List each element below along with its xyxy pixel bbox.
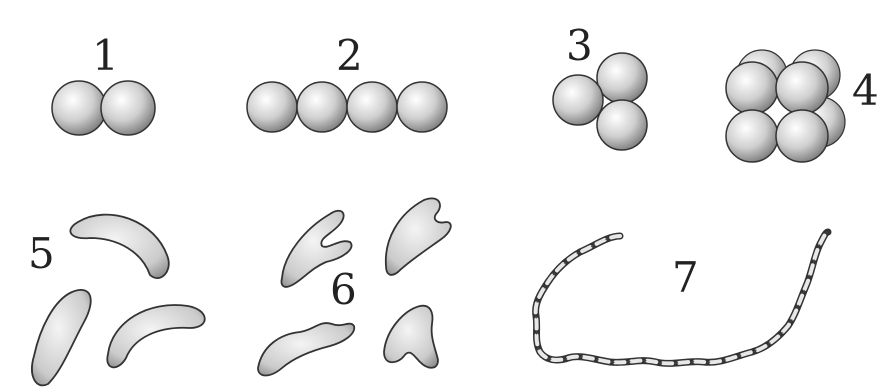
coccus xyxy=(776,110,828,162)
coccus xyxy=(776,62,828,114)
coccus xyxy=(726,110,778,162)
branched-rod xyxy=(386,198,451,275)
curved-rod xyxy=(107,305,204,367)
curved-rod xyxy=(70,215,168,279)
coccus xyxy=(397,82,447,132)
coccus xyxy=(297,82,347,132)
sarcina-packet xyxy=(726,50,845,162)
coccus xyxy=(597,53,647,103)
label-4: 4 xyxy=(852,66,879,115)
streptococcus-chain xyxy=(247,82,447,132)
branched-rod xyxy=(384,306,438,368)
label-6: 6 xyxy=(330,265,357,314)
label-3: 3 xyxy=(566,21,593,70)
curved-rod xyxy=(32,290,91,385)
label-2: 2 xyxy=(336,31,363,80)
coccus xyxy=(247,82,297,132)
coccus xyxy=(597,100,647,150)
curved-rods-group xyxy=(32,215,205,386)
label-1: 1 xyxy=(92,31,119,80)
coccus xyxy=(347,82,397,132)
coccus xyxy=(101,81,155,135)
branched-rod xyxy=(258,323,354,375)
label-7: 7 xyxy=(672,253,699,302)
coccus xyxy=(553,75,603,125)
diplococcus-group xyxy=(52,81,155,135)
coccus xyxy=(726,62,778,114)
coccus xyxy=(52,81,106,135)
label-5: 5 xyxy=(28,229,55,278)
